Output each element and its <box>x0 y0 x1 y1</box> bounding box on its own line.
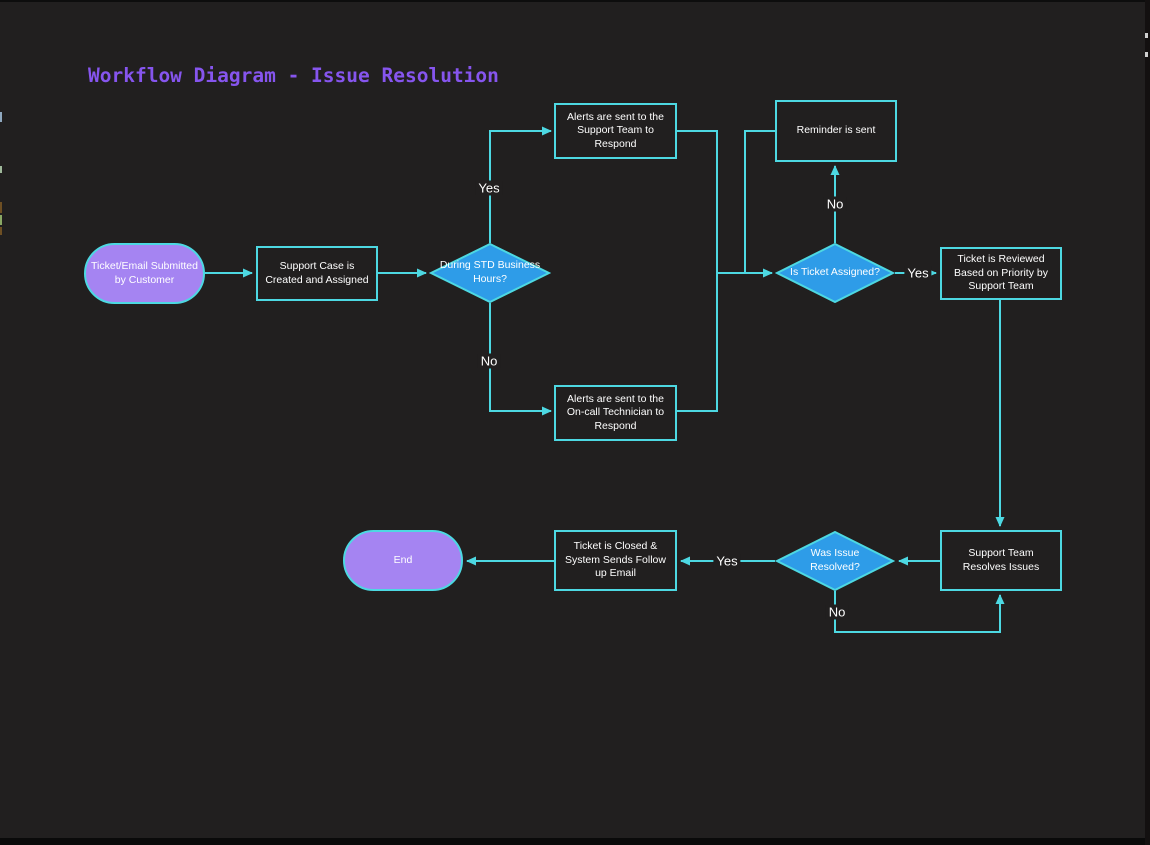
node-label: Was Issue Resolved? <box>810 547 860 573</box>
edge-label-resolved-yes[interactable]: Yes <box>713 553 741 569</box>
edge-reminder-return[interactable] <box>744 130 775 273</box>
node-label: Alerts are sent to the Support Team to R… <box>567 110 664 150</box>
node-resolve-issues[interactable]: Support Team Resolves Issues <box>940 530 1062 591</box>
edge-label-resolved-no[interactable]: No <box>825 604 849 620</box>
right-edge-mark <box>1145 33 1148 38</box>
left-edge-artifact <box>0 202 2 213</box>
node-label: Ticket is Reviewed Based on Priority by … <box>954 253 1048 293</box>
node-label: Ticket/Email Submitted by Customer <box>91 259 198 286</box>
node-ticket-closed[interactable]: Ticket is Closed & System Sends Follow u… <box>554 530 677 591</box>
edge-stdhours-yes-to-alert-support[interactable] <box>489 126 552 243</box>
top-edge-bar <box>0 0 1150 2</box>
edge-label-assigned-no[interactable]: No <box>823 196 847 212</box>
left-edge-artifact <box>0 166 2 173</box>
node-label: Ticket is Closed & System Sends Follow u… <box>565 540 666 580</box>
node-alert-support-team[interactable]: Alerts are sent to the Support Team to R… <box>554 103 677 159</box>
node-is-ticket-assigned[interactable]: Is Ticket Assigned? <box>775 243 895 303</box>
diamond-shape <box>775 243 895 303</box>
node-was-issue-resolved[interactable]: Was Issue Resolved? <box>775 531 895 591</box>
node-reminder[interactable]: Reminder is sent <box>775 100 897 162</box>
node-during-std-hours[interactable]: During STD Business Hours? <box>429 243 551 303</box>
node-create-case[interactable]: Support Case is Created and Assigned <box>256 246 378 301</box>
node-label: Support Team Resolves Issues <box>962 546 1040 573</box>
bottom-edge-bar <box>0 838 1150 845</box>
edge-label-std-hours-yes[interactable]: Yes <box>475 180 503 196</box>
diamond-shape <box>429 243 551 303</box>
node-label: Reminder is sent <box>796 124 876 137</box>
node-ticket-reviewed[interactable]: Ticket is Reviewed Based on Priority by … <box>940 247 1062 300</box>
left-edge-artifact <box>0 215 2 225</box>
node-alert-oncall-technician[interactable]: Alerts are sent to the On-call Technicia… <box>554 385 677 441</box>
node-label: Alerts are sent to the On-call Technicia… <box>566 392 665 432</box>
edge-label-assigned-yes[interactable]: Yes <box>904 265 932 281</box>
diamond-shape <box>775 531 895 591</box>
edge-resolved-no-loop[interactable] <box>834 591 1005 633</box>
node-label: Support Case is Created and Assigned <box>265 259 369 286</box>
edge-stdhours-no-to-alert-oncall[interactable] <box>489 303 552 416</box>
left-edge-artifact <box>0 227 2 235</box>
diagram-title[interactable]: Workflow Diagram - Issue Resolution <box>88 64 499 87</box>
left-edge-artifact <box>0 112 2 122</box>
edge-alerts-join-vertical[interactable] <box>677 130 718 412</box>
node-label: During STD Business Hours? <box>439 259 541 285</box>
right-edge-mark <box>1145 52 1148 57</box>
right-edge-panel-sliver <box>1145 0 1150 845</box>
node-label: Is Ticket Assigned? <box>790 266 880 279</box>
node-start[interactable]: Ticket/Email Submitted by Customer <box>84 243 205 304</box>
edge-label-std-hours-no[interactable]: No <box>477 353 501 369</box>
node-label: End <box>393 553 413 566</box>
node-end[interactable]: End <box>343 530 463 591</box>
